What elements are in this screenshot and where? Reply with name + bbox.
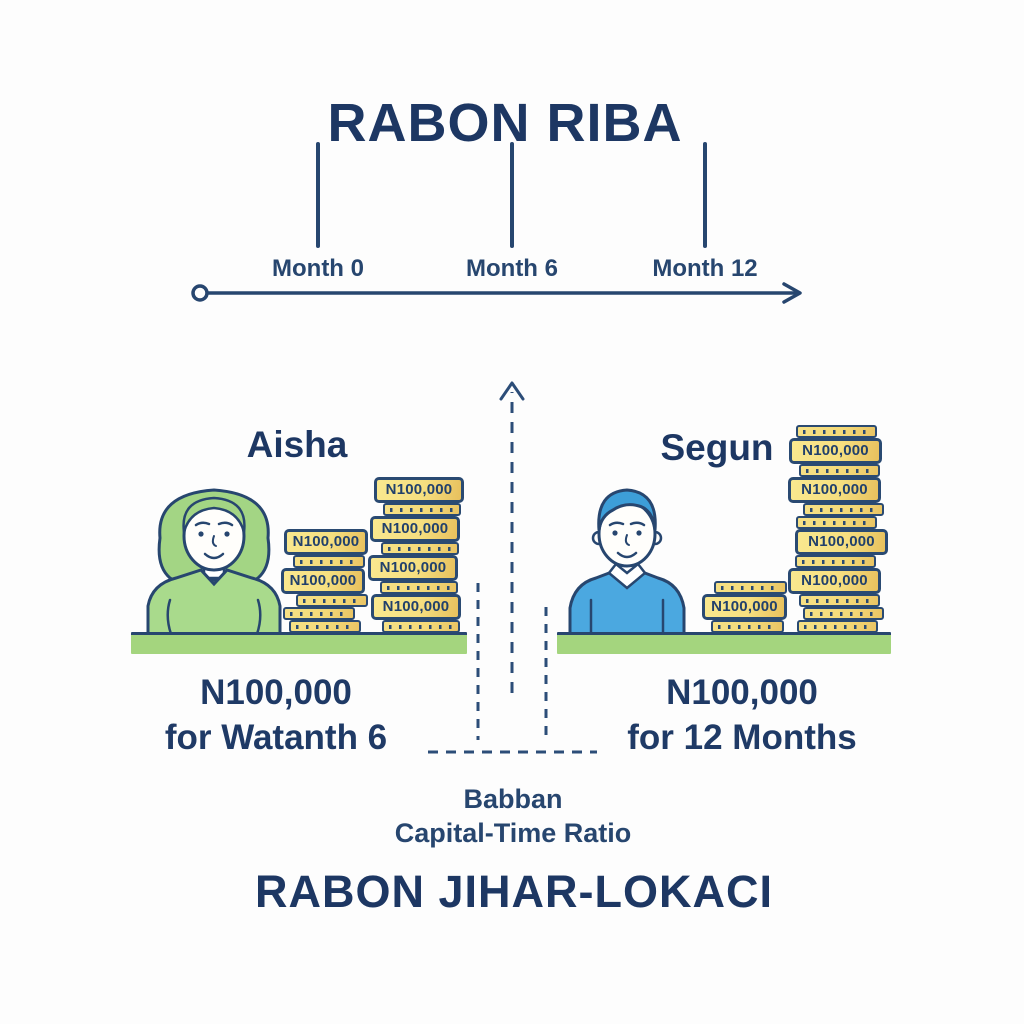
right-table [557,632,891,654]
ratio-caption-line1: Babban [463,784,563,814]
timeline-drop-line-month12 [703,142,707,248]
coin-note-label: N100,000 [284,529,368,555]
aisha-eye-left [198,531,204,537]
timeline-label-month0: Month 0 [272,255,364,282]
coin-edge-ridge [803,503,884,516]
segun-eye-left [612,530,618,536]
coin-note-label: N100,000 [788,568,881,594]
coin-edge-ridge [799,594,880,607]
up-arrow-head-icon [499,381,525,401]
timeline-label-month6: Month 6 [466,255,558,282]
coin-edge-ridge [799,464,880,477]
ratio-caption-line2: Capital-Time Ratio [394,818,632,848]
footer-title: RABON JIHAR-LOKACI [255,866,773,917]
segun-collar [607,562,647,590]
left-amount-caption: N100,000 for Watanth 6 [96,670,456,760]
coin-edge-ridge [803,607,884,620]
coin-edge-ridge [711,620,784,633]
segun-hair [597,488,657,531]
coin-edge-ridge [296,594,368,607]
coin-edge-ridge [289,620,361,633]
coin-edge-ridge [283,607,355,620]
coin-edge-ridge [293,555,365,568]
segun-eye-right [636,530,642,536]
aisha-eye-right [224,531,230,537]
coin-note-label: N100,000 [371,594,461,620]
coin-edge-ridge [714,581,787,594]
right-person-name: Segun [660,427,774,468]
segun-small-coin-stack: N100,000 [702,581,787,633]
aisha-smile [203,552,225,560]
coin-edge-ridge [380,581,458,594]
left-amount: N100,000 [200,673,352,712]
segun-figure [568,488,686,634]
ratio-caption: Babban Capital-Time Ratio [313,782,713,850]
left-person-name: Aisha [246,424,348,465]
coin-note-label: N100,000 [795,529,888,555]
coin-edge-ridge [795,555,876,568]
right-duration: for 12 Months [627,718,857,757]
timeline-label-month12: Month 12 [652,255,758,282]
aisha-torso [146,568,282,634]
timeline-axis [191,282,802,304]
coin-note-label: N100,000 [370,516,460,542]
page-title: RABON RIBA [327,93,683,153]
left-table [131,632,467,654]
left-duration: for Watanth 6 [164,718,388,757]
aisha-figure [146,488,282,634]
coin-edge-ridge [797,620,878,633]
coin-note-label: N100,000 [281,568,365,594]
coin-note-label: N100,000 [788,477,881,503]
right-amount: N100,000 [666,673,818,712]
right-amount-caption: N100,000 for 12 Months [562,670,922,760]
coin-edge-ridge [796,516,877,529]
timeline-arrowhead-icon [782,282,802,304]
coin-note-label: N100,000 [789,438,882,464]
coin-note-label: N100,000 [368,555,458,581]
coin-edge-ridge [382,620,460,633]
coin-edge-ridge [383,503,461,516]
coin-edge-ridge [381,542,459,555]
timeline-drop-line-month6 [510,142,514,248]
coin-note-label: N100,000 [374,477,464,503]
coin-edge-ridge [796,425,877,438]
timeline-drop-line-month0 [316,142,320,248]
aisha-fringe [182,496,246,533]
segun-smile [616,551,638,559]
coin-note-label: N100,000 [702,594,787,620]
